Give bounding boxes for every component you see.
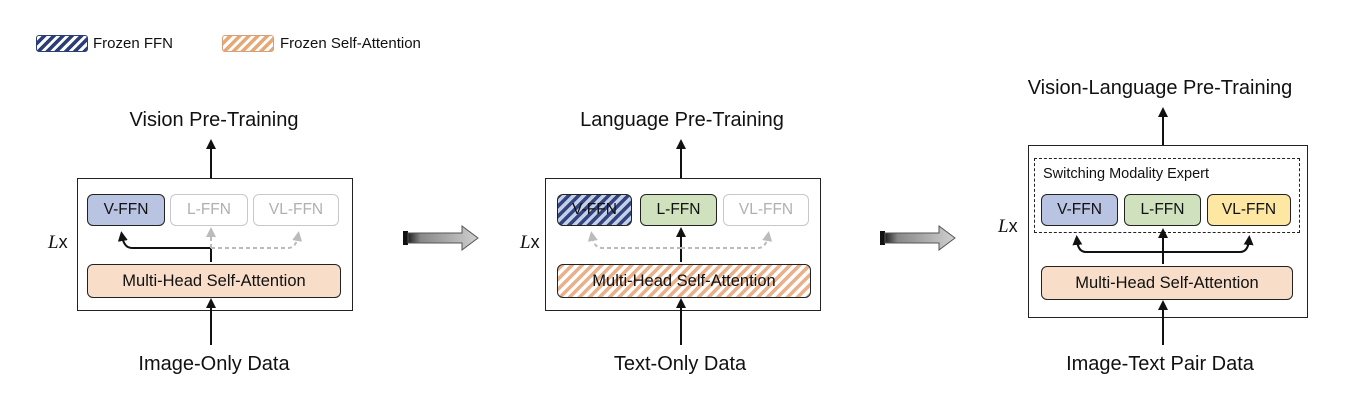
stage2-attention-frozen: Multi-Head Self-Attention bbox=[557, 264, 811, 298]
stage2-l-ffn: L-FFN bbox=[640, 194, 717, 226]
stage2-repeat-label: Lx bbox=[520, 232, 540, 253]
stage1-attention: Multi-Head Self-Attention bbox=[87, 264, 341, 298]
stage3-repeat-label: Lx bbox=[998, 216, 1018, 237]
stage2-vl-ffn: VL-FFN bbox=[723, 194, 809, 226]
stage2-data: Text-Only Data bbox=[613, 353, 747, 375]
legend-frozen-sa: Frozen Self-Attention bbox=[280, 35, 421, 52]
stage2-route-inactive-v bbox=[587, 231, 681, 249]
stage1-v-ffn: V-FFN bbox=[87, 194, 165, 226]
stage1-l-ffn: L-FFN bbox=[170, 194, 248, 226]
stage3-panel bbox=[1028, 145, 1308, 318]
stage2-v-ffn-frozen: V-FFN bbox=[557, 194, 632, 226]
stage1-data: Image-Only Data bbox=[138, 353, 290, 375]
stage2-panel bbox=[545, 178, 821, 311]
stage3-l-ffn: L-FFN bbox=[1124, 194, 1201, 226]
transition-arrow-2 bbox=[880, 225, 956, 251]
legend-frozen-ffn: Frozen FFN bbox=[93, 35, 174, 52]
stage1-vl-ffn: VL-FFN bbox=[253, 194, 339, 226]
stage3-route-vl bbox=[1163, 235, 1254, 253]
stage3-v-ffn: V-FFN bbox=[1041, 194, 1118, 226]
stage3-vl-ffn: VL-FFN bbox=[1207, 194, 1291, 226]
stage3-title: Vision-Language Pre-Training bbox=[1027, 77, 1293, 99]
transition-arrow-1 bbox=[403, 225, 479, 251]
stage3-attention: Multi-Head Self-Attention bbox=[1041, 266, 1293, 300]
frozen-ffn-swatch bbox=[36, 35, 88, 52]
stage3-data: Image-Text Pair Data bbox=[1066, 353, 1254, 375]
stage1-title: Vision Pre-Training bbox=[129, 109, 299, 131]
stage1-route-inactive-vl bbox=[211, 231, 303, 249]
stage1-panel bbox=[77, 178, 353, 311]
stage3-route-v bbox=[1072, 235, 1163, 253]
stage2-title: Language Pre-Training bbox=[580, 109, 784, 131]
stage2-route-inactive-vl bbox=[681, 231, 773, 249]
frozen-sa-swatch bbox=[222, 35, 274, 52]
stage1-route-active bbox=[117, 231, 212, 262]
stage1-repeat-label: Lx bbox=[48, 232, 68, 253]
switching-expert-label: Switching Modality Expert bbox=[1043, 166, 1210, 182]
